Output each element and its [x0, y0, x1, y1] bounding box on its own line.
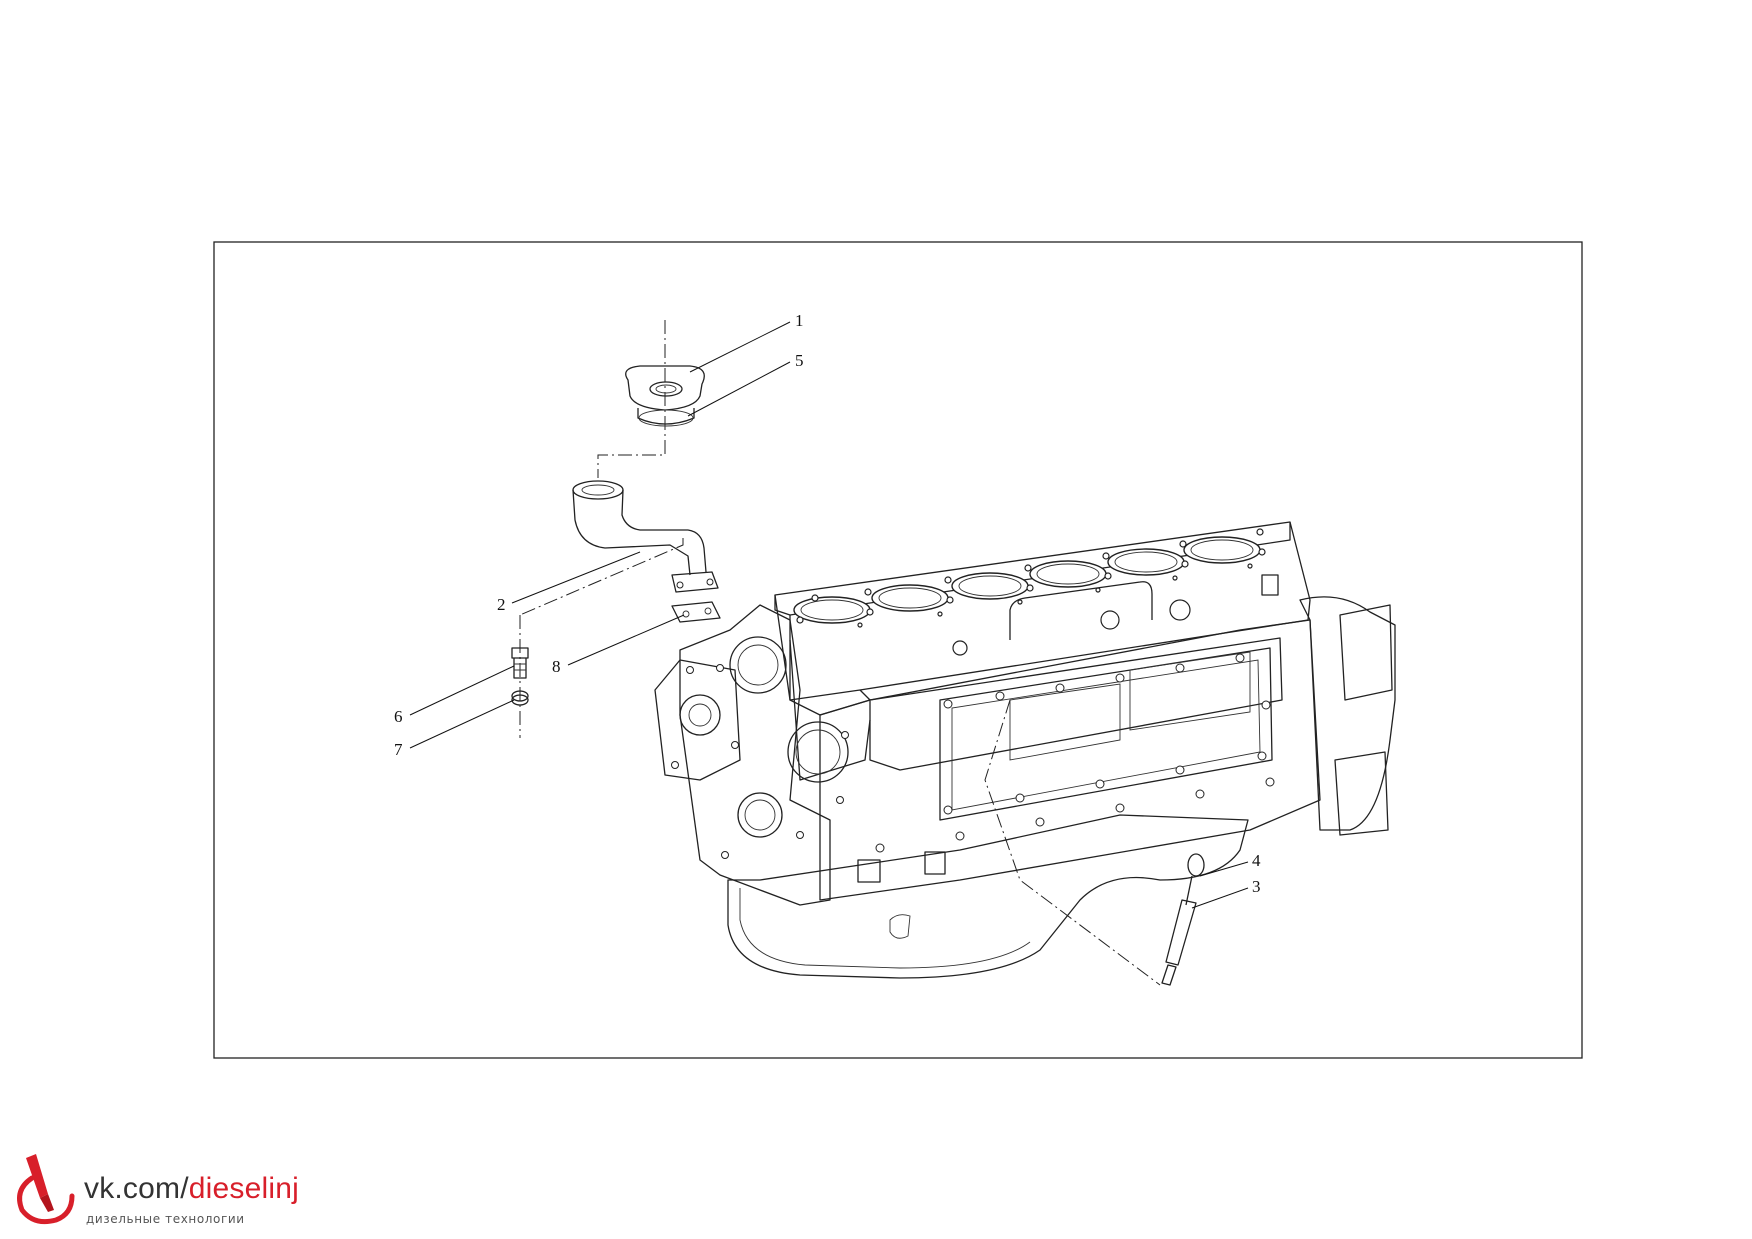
callout-3: 3 — [1191, 877, 1261, 909]
deck-bolt-holes — [796, 528, 1266, 628]
tube-gasket — [671, 601, 721, 623]
mounting-bolt — [511, 647, 529, 679]
washer — [511, 690, 529, 706]
callout-6: 6 — [394, 665, 515, 726]
injector-logo-icon — [17, 1154, 75, 1225]
callout-label: 3 — [1252, 877, 1261, 896]
callout-label: 1 — [795, 311, 804, 330]
callout-8: 8 — [552, 614, 685, 676]
diagram-frame — [213, 241, 1583, 1059]
callout-label: 5 — [795, 351, 804, 370]
oil-filler-tube — [572, 480, 719, 593]
dipstick-assembly — [1161, 853, 1205, 986]
callout-2: 2 — [497, 551, 641, 614]
watermark-subtitle: дизельные технологии — [86, 1212, 245, 1226]
front-bolts — [671, 664, 849, 859]
cylinder-bores — [793, 536, 1261, 624]
oil-filler-cap — [625, 365, 705, 411]
callout-7: 7 — [394, 699, 515, 759]
callout-label: 7 — [394, 740, 403, 759]
callout-1: 1 — [689, 311, 804, 373]
watermark-prefix: vk.com/ — [84, 1172, 189, 1205]
callout-label: 2 — [497, 595, 506, 614]
engine-block — [654, 521, 1396, 979]
cover-bolts — [943, 653, 1271, 815]
rail-bolts — [875, 777, 1275, 853]
watermark-link[interactable]: vk.com/dieselinj — [84, 1172, 299, 1206]
cap-seal — [637, 408, 695, 427]
callout-label: 6 — [394, 707, 403, 726]
callout-5: 5 — [687, 351, 804, 417]
watermark-accent: dieselinj — [188, 1172, 299, 1205]
callout-label: 4 — [1252, 851, 1261, 870]
callout-4: 4 — [1199, 851, 1261, 877]
callout-label: 8 — [552, 657, 561, 676]
